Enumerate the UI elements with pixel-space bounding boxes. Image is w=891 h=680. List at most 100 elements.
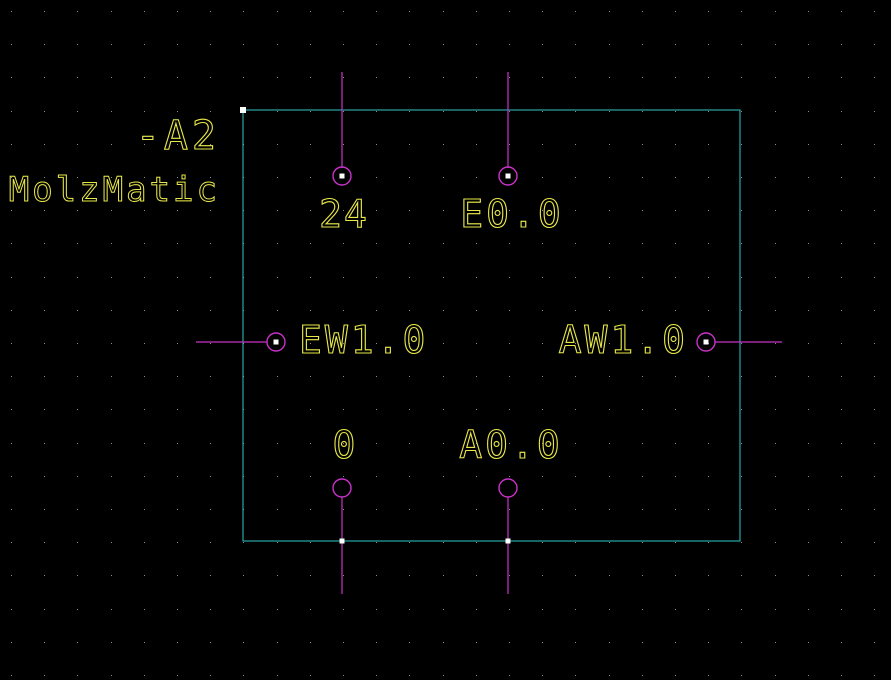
grid-dot bbox=[642, 77, 643, 78]
grid-dot bbox=[376, 177, 377, 178]
grid-dot bbox=[343, 609, 344, 610]
grid-dot bbox=[277, 409, 278, 410]
grid-dot bbox=[77, 409, 78, 410]
grid-dot bbox=[542, 277, 543, 278]
pin-left-connector[interactable] bbox=[266, 332, 286, 352]
grid-dot bbox=[111, 144, 112, 145]
grid-dot bbox=[11, 542, 12, 543]
grid-dot bbox=[343, 575, 344, 576]
grid-dot bbox=[775, 642, 776, 643]
grid-dot bbox=[575, 11, 576, 12]
grid-dot bbox=[277, 675, 278, 676]
grid-dot bbox=[642, 11, 643, 12]
grid-dot bbox=[210, 177, 211, 178]
component-frame[interactable] bbox=[242, 109, 741, 542]
grid-dot bbox=[476, 409, 477, 410]
grid-dot bbox=[343, 443, 344, 444]
grid-dot bbox=[11, 177, 12, 178]
grid-dot bbox=[443, 310, 444, 311]
component-designator[interactable]: -A2 bbox=[135, 112, 220, 159]
grid-dot bbox=[210, 376, 211, 377]
grid-dot bbox=[277, 177, 278, 178]
grid-dot bbox=[841, 609, 842, 610]
grid-dot bbox=[675, 575, 676, 576]
grid-dot bbox=[44, 243, 45, 244]
pin-label-left: EW1.0 bbox=[299, 318, 428, 362]
grid-dot bbox=[575, 77, 576, 78]
grid-dot bbox=[575, 542, 576, 543]
pin-top-left-connector[interactable] bbox=[332, 166, 352, 186]
grid-dot bbox=[77, 609, 78, 610]
grid-dot bbox=[708, 376, 709, 377]
grid-dot bbox=[310, 443, 311, 444]
grid-dot bbox=[277, 44, 278, 45]
grid-dot bbox=[144, 509, 145, 510]
grid-dot bbox=[808, 343, 809, 344]
grid-dot bbox=[177, 509, 178, 510]
grid-dot bbox=[642, 675, 643, 676]
grid-dot bbox=[509, 376, 510, 377]
grid-dot bbox=[77, 144, 78, 145]
grid-dot bbox=[808, 77, 809, 78]
grid-dot bbox=[741, 177, 742, 178]
grid-dot bbox=[343, 476, 344, 477]
pin-bottom-right-connector[interactable] bbox=[498, 478, 518, 498]
grid-dot bbox=[476, 509, 477, 510]
grid-dot bbox=[841, 575, 842, 576]
grid-dot bbox=[11, 144, 12, 145]
grid-dot bbox=[210, 243, 211, 244]
grid-dot bbox=[376, 509, 377, 510]
grid-dot bbox=[874, 376, 875, 377]
grid-dot bbox=[575, 243, 576, 244]
grid-dot bbox=[476, 144, 477, 145]
grid-dot bbox=[177, 310, 178, 311]
component-name[interactable]: MolzMatic bbox=[8, 170, 220, 211]
grid-dot bbox=[841, 144, 842, 145]
pin-label-top-right: E0.0 bbox=[460, 192, 564, 236]
grid-dot bbox=[277, 277, 278, 278]
grid-dot bbox=[609, 675, 610, 676]
grid-dot bbox=[243, 542, 244, 543]
grid-dot bbox=[476, 243, 477, 244]
grid-dot bbox=[144, 177, 145, 178]
origin-marker[interactable] bbox=[240, 107, 246, 113]
grid-dot bbox=[277, 210, 278, 211]
grid-dot bbox=[443, 144, 444, 145]
grid-dot bbox=[111, 77, 112, 78]
grid-dot bbox=[509, 210, 510, 211]
pin-right-connector[interactable] bbox=[696, 332, 716, 352]
grid-dot bbox=[111, 476, 112, 477]
pin-bottom-left-connector[interactable] bbox=[332, 478, 352, 498]
grid-dot bbox=[509, 310, 510, 311]
grid-dot bbox=[210, 11, 211, 12]
grid-dot bbox=[675, 44, 676, 45]
grid-dot bbox=[144, 542, 145, 543]
grid-dot bbox=[675, 277, 676, 278]
grid-dot bbox=[708, 542, 709, 543]
grid-dot bbox=[243, 642, 244, 643]
grid-dot bbox=[277, 376, 278, 377]
grid-dot bbox=[708, 675, 709, 676]
grid-dots bbox=[11, 11, 875, 676]
grid-dot bbox=[177, 77, 178, 78]
grid-dot bbox=[675, 210, 676, 211]
grid-dot bbox=[476, 609, 477, 610]
grid-dot bbox=[542, 409, 543, 410]
grid-dot bbox=[177, 575, 178, 576]
grid-dot bbox=[841, 243, 842, 244]
grid-dot bbox=[77, 11, 78, 12]
pin-top-right-connector[interactable] bbox=[498, 166, 518, 186]
grid-dot bbox=[476, 277, 477, 278]
grid-dot bbox=[476, 443, 477, 444]
grid-dot bbox=[708, 11, 709, 12]
grid-dot bbox=[841, 376, 842, 377]
grid-dot bbox=[310, 310, 311, 311]
grid-dot bbox=[575, 409, 576, 410]
grid-dot bbox=[44, 11, 45, 12]
grid-dot bbox=[376, 575, 377, 576]
grid-dot bbox=[210, 509, 211, 510]
grid-dot bbox=[575, 476, 576, 477]
grid-dot bbox=[177, 675, 178, 676]
grid-dot bbox=[111, 111, 112, 112]
